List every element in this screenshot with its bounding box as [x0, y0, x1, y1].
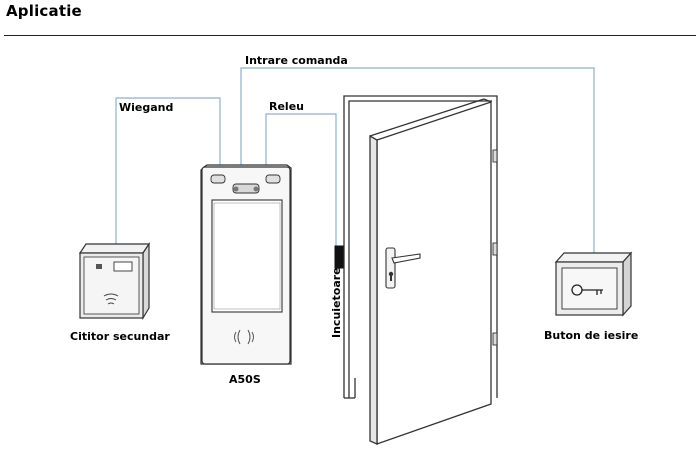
buton-iesire-label: Buton de iesire — [544, 329, 638, 342]
door-handle-icon — [385, 247, 421, 289]
terminal-screen — [211, 199, 283, 313]
page-title: Aplicatie — [6, 2, 82, 20]
camera-icon — [233, 186, 239, 192]
contactless-icon — [103, 293, 119, 305]
wiring — [115, 67, 595, 253]
a50s-terminal — [200, 164, 292, 365]
door-leaf — [369, 98, 498, 445]
cititor-secundar-label: Cititor secundar — [70, 330, 170, 343]
secondary-reader — [78, 242, 151, 321]
a50s-label: A50S — [229, 373, 261, 386]
nfc-icon — [234, 329, 254, 345]
title-divider — [4, 35, 696, 36]
intrare-comanda-wire — [240, 67, 595, 253]
releu-label: Releu — [269, 100, 304, 113]
electric-lock-icon — [334, 245, 344, 269]
wiegand-wire — [115, 97, 221, 246]
wiegand-label: Wiegand — [119, 101, 173, 114]
releu-wire — [265, 113, 337, 246]
key-icon — [571, 284, 603, 296]
exit-button-device — [554, 251, 633, 317]
intrare-comanda-label: Intrare comanda — [245, 54, 348, 67]
incuietoare-label: Incuietoare — [330, 267, 343, 338]
